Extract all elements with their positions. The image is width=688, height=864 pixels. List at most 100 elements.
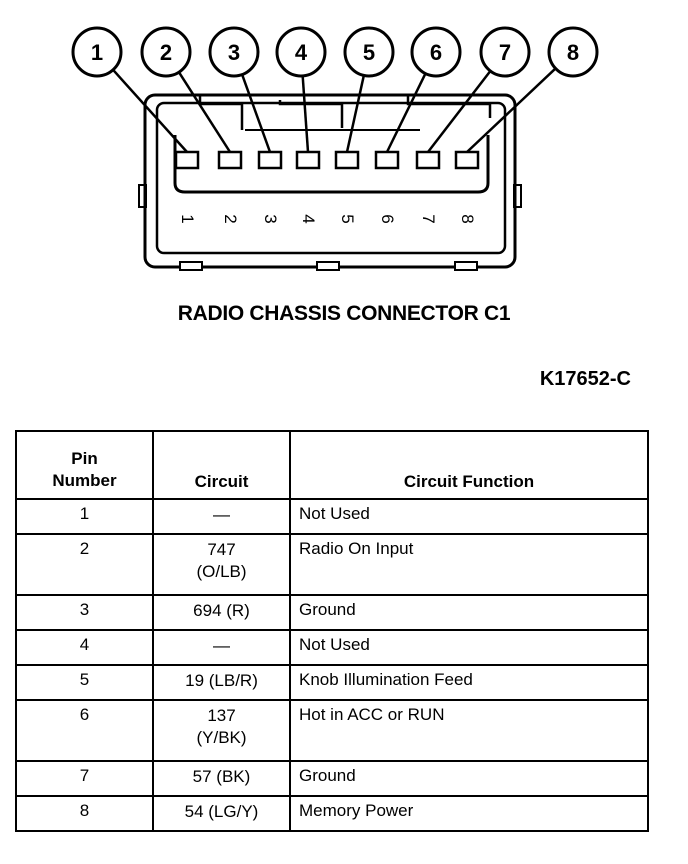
circuit-cell: 747 (O/LB) (152, 533, 291, 596)
circuit-line: 54 (LG/Y) (184, 802, 259, 821)
latch-left (138, 184, 147, 208)
table-row: 4—Not Used (15, 629, 649, 666)
header-pin-line-2: Number (52, 471, 117, 490)
callout-circle-8 (547, 26, 599, 78)
pin-label-1: 1 (178, 214, 197, 223)
circuit-line: 747 (207, 540, 236, 559)
leader-line-1 (112, 69, 188, 153)
callout-number-7: 7 (499, 40, 511, 65)
circuit-line: (O/LB) (196, 562, 247, 581)
pin-number-cell: 7 (15, 760, 154, 797)
table-row: 1 — Not Used (15, 498, 649, 535)
pin-cavity-2 (217, 150, 243, 170)
circuit-function-cell: Knob Illumination Feed (289, 664, 649, 701)
pin-label-3: 3 (261, 214, 280, 223)
leader-line-6 (385, 73, 427, 153)
header-pin-number: Pin Number (15, 430, 154, 500)
table-row: 7 57 (BK) Ground (15, 760, 649, 797)
pin-label-4: 4 (299, 214, 318, 223)
callout-number-8: 8 (567, 40, 579, 65)
circuit-cell: — (152, 498, 291, 535)
circuit-function-cell: Not Used (289, 629, 649, 666)
callout-number-1: 1 (91, 40, 103, 65)
table-row: 5 19 (LB/R) Knob Illumination Feed (15, 664, 649, 701)
table-row: 3 694 (R) Ground (15, 594, 649, 631)
table-row: 6 137 (Y/BK) Hot in ACC or RUN (15, 699, 649, 762)
header-circuit-function: Circuit Function (289, 430, 649, 500)
callout-circle-4 (275, 26, 327, 78)
callout-number-4: 4 (295, 40, 308, 65)
pin-cavity-6 (374, 150, 400, 170)
pin-cavity-8 (454, 150, 480, 170)
circuit-function-cell: Ground (289, 594, 649, 631)
callout-number-3: 3 (228, 40, 240, 65)
callout-circle-3 (208, 26, 260, 78)
bottom-tab-left (179, 261, 203, 271)
circuit-cell: 54 (LG/Y) (152, 795, 291, 832)
circuit-line: 57 (BK) (192, 767, 251, 786)
circuit-line: (Y/BK) (196, 728, 247, 747)
circuit-line: 19 (LB/R) (185, 671, 258, 690)
pin-number-cell: 3 (15, 594, 154, 631)
circuit-function-cell: Not Used (289, 498, 649, 535)
keying-ridge-left (198, 96, 244, 130)
table-row: 2 747 (O/LB) Radio On Input (15, 533, 649, 596)
callout-circle-7 (479, 26, 531, 78)
leader-line-5 (345, 75, 366, 153)
diagram-caption: RADIO CHASSIS CONNECTOR C1 (177, 302, 511, 325)
leader-line-2 (177, 71, 232, 153)
callout-number-5: 5 (363, 40, 375, 65)
connector-body (143, 93, 517, 269)
connector-inner-frame (155, 101, 507, 255)
table-header-row: Pin Number Circuit Circuit Function (15, 430, 649, 500)
callout-circle-5 (343, 26, 395, 78)
pin-label-2: 2 (221, 214, 240, 223)
callout-circle-6 (410, 26, 462, 78)
figure-id: K17652-C (539, 368, 631, 390)
circuit-cell: 694 (R) (152, 594, 291, 631)
pin-number-cell: 2 (15, 533, 154, 596)
pin-cavity-5 (334, 150, 360, 170)
bottom-tab-center (316, 261, 340, 271)
circuit-cell: 19 (LB/R) (152, 664, 291, 701)
circuit-function-cell: Hot in ACC or RUN (289, 699, 649, 762)
circuit-cell: 137 (Y/BK) (152, 699, 291, 762)
pin-label-6: 6 (378, 214, 397, 223)
callout-number-2: 2 (160, 40, 172, 65)
pin-table: Pin Number Circuit Circuit Function 1 — No… (15, 430, 649, 832)
leader-line-7 (427, 70, 492, 153)
circuit-cell: 57 (BK) (152, 760, 291, 797)
pin-label-8: 8 (458, 214, 477, 223)
circuit-cell: — (152, 629, 291, 666)
callout-circle-1 (71, 26, 123, 78)
latch-right (513, 184, 522, 208)
circuit-line: 694 (R) (193, 601, 250, 620)
pin-number-cell: 8 (15, 795, 154, 832)
pin-cavity-7 (415, 150, 441, 170)
pin-label-5: 5 (338, 214, 357, 223)
leader-line-8 (466, 67, 557, 153)
pin-cavity-1 (174, 150, 200, 170)
header-circuit: Circuit (152, 430, 291, 500)
pin-number-cell: 5 (15, 664, 154, 701)
leader-line-4 (301, 75, 310, 153)
pin-cavity-3 (257, 150, 283, 170)
circuit-function-cell: Ground (289, 760, 649, 797)
keying-ridge-right (406, 96, 492, 118)
pin-label-7: 7 (419, 214, 438, 223)
circuit-function-cell: Radio On Input (289, 533, 649, 596)
header-pin-line-1: Pin (71, 449, 98, 468)
pin-cavity-4 (295, 150, 321, 170)
pin-number-cell: 1 (15, 498, 154, 535)
leader-line-3 (240, 74, 272, 153)
pin-number-cell: 6 (15, 699, 154, 762)
pin-cavity-band (173, 135, 490, 194)
keying-ridge-center (278, 100, 344, 128)
circuit-line: 137 (207, 706, 236, 725)
circuit-line: — (213, 636, 230, 655)
circuit-line: — (213, 505, 230, 524)
callout-circle-2 (140, 26, 192, 78)
callout-number-6: 6 (430, 40, 442, 65)
bottom-tab-right (454, 261, 478, 271)
